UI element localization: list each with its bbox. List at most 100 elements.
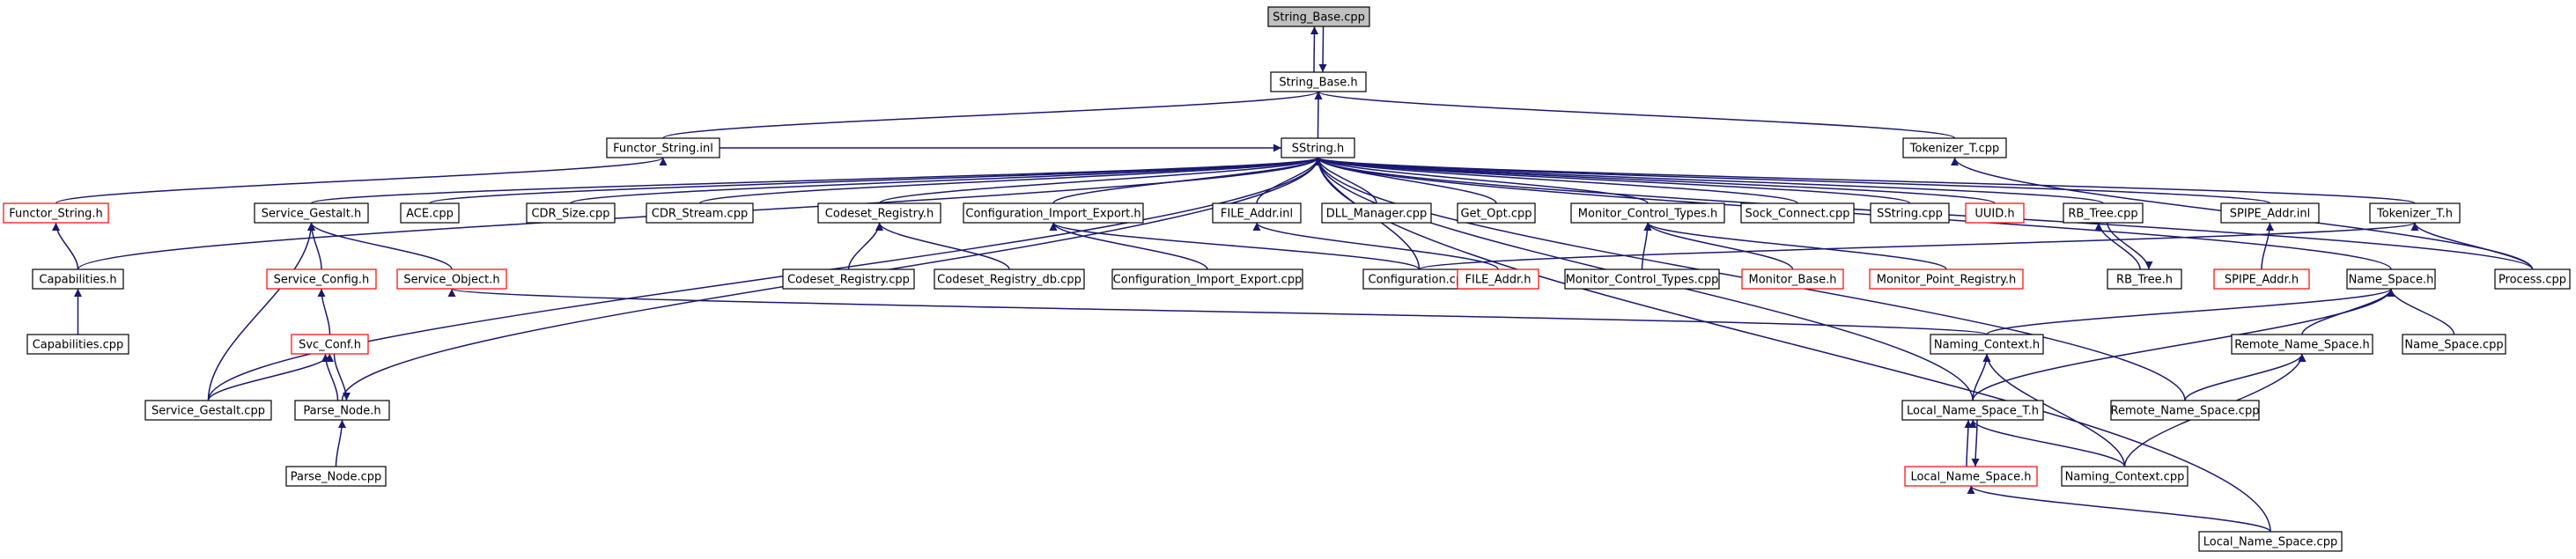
node-label: SString.cpp: [1877, 208, 1943, 221]
node-cdr-size-cpp[interactable]: CDR_Size.cpp: [526, 202, 616, 224]
node-configuration-import-export-h[interactable]: Configuration_Import_Export.h: [963, 202, 1144, 224]
node-get-opt-cpp[interactable]: Get_Opt.cpp: [1457, 202, 1536, 224]
node-label: Configuration.cpp: [1369, 274, 1471, 287]
node-codeset-registry-h[interactable]: Codeset_Registry.h: [817, 202, 941, 224]
node-file-addr-h[interactable]: FILE_Addr.h: [1457, 268, 1539, 290]
node-box: [1965, 202, 2025, 224]
edge-service-gestalt-cpp-to-sstring-h: [207, 157, 1322, 401]
node-label: CDR_Size.cpp: [531, 208, 609, 221]
node-remote-name-space-h[interactable]: Remote_Name_Space.h: [2231, 334, 2373, 355]
node-functor-string-inl[interactable]: Functor_String.inl: [606, 137, 720, 158]
edge-tokenizer-t-cpp-to-string-base-h: [1314, 91, 1956, 139]
node-label: FILE_Addr.h: [1465, 274, 1532, 287]
node-sock-connect-cpp[interactable]: Sock_Connect.cpp: [1740, 202, 1855, 224]
node-cdr-stream-cpp[interactable]: CDR_Stream.cpp: [646, 202, 754, 224]
edge-rb-tree-cpp-to-sstring-h: [1314, 157, 2104, 204]
node-codeset-registry-db-cpp[interactable]: Codeset_Registry_db.cpp: [934, 268, 1085, 290]
node-local-name-space-cpp[interactable]: Local_Name_Space.cpp: [2198, 531, 2343, 552]
node-sstring-cpp[interactable]: SString.cpp: [1870, 202, 1950, 224]
node-ace-cpp[interactable]: ACE.cpp: [400, 202, 460, 224]
node-local-name-space-h[interactable]: Local_Name_Space.h: [1904, 466, 2038, 487]
node-rb-tree-h[interactable]: RB_Tree.h: [2107, 268, 2182, 290]
edge-spipe-addr-inl-to-sstring-h: [1314, 157, 2271, 204]
node-label: SPIPE_Addr.h: [2225, 274, 2299, 287]
node-process-cpp[interactable]: Process.cpp: [2494, 268, 2571, 290]
edge-file-addr-h-to-file-addr-inl: [1252, 222, 1499, 270]
node-tokenizer-t-cpp[interactable]: Tokenizer_T.cpp: [1902, 137, 2007, 158]
edge-sock-connect-cpp-to-sstring-h: [1314, 157, 1798, 204]
edge-monitor-control-types-h-to-sstring-h: [1314, 157, 1649, 204]
node-parse-node-cpp[interactable]: Parse_Node.cpp: [285, 466, 387, 487]
edge-monitor-point-registry-h-to-monitor-control-types-h: [1643, 222, 1947, 270]
edge-service-gestalt-cpp-to-svc-conf-h: [207, 353, 334, 401]
node-file-addr-inl[interactable]: FILE_Addr.inl: [1212, 202, 1302, 224]
edge-monitor-control-types-cpp-to-monitor-control-types-h: [1641, 222, 1652, 270]
node-label: Process.cpp: [2498, 274, 2566, 287]
node-box: [2369, 202, 2461, 224]
edge-naming-context-cpp-to-local-name-space-t-h: [1968, 419, 2126, 467]
edge-configuration-import-export-h-to-sstring-h: [1052, 157, 1322, 204]
node-service-config-h[interactable]: Service_Config.h: [266, 268, 377, 290]
node-codeset-registry-cpp[interactable]: Codeset_Registry.cpp: [782, 268, 915, 290]
node-naming-context-cpp[interactable]: Naming_Context.cpp: [2061, 466, 2188, 487]
edge-configuration-cpp-to-tokenizer-t-h: [1418, 222, 2418, 270]
node-box: [1869, 268, 2024, 290]
edge-rb-tree-h-to-rb-tree-cpp: [2094, 222, 2141, 270]
node-configuration-cpp[interactable]: Configuration.cpp: [1362, 268, 1476, 290]
node-dll-manager-cpp[interactable]: DLL_Manager.cpp: [1321, 202, 1432, 224]
node-label: String_Base.h: [1279, 77, 1357, 90]
node-monitor-control-types-cpp[interactable]: Monitor_Control_Types.cpp: [1564, 268, 1720, 290]
node-service-object-h[interactable]: Service_Object.h: [396, 268, 507, 290]
node-box: [606, 137, 720, 158]
node-svc-conf-h[interactable]: Svc_Conf.h: [291, 334, 369, 355]
node-naming-context-h[interactable]: Naming_Context.h: [1930, 334, 2044, 355]
edge-string-base-h-to-string-base-cpp: [1310, 26, 1318, 73]
node-label: Name_Space.cpp: [2404, 339, 2503, 352]
edge-codeset-registry-db-cpp-to-codeset-registry-h: [875, 222, 1010, 270]
node-label: Tokenizer_T.cpp: [1909, 143, 1999, 156]
edge-configuration-import-export-cpp-to-configuration-import-export-h: [1049, 222, 1208, 270]
node-string-base-h[interactable]: String_Base.h: [1270, 71, 1367, 92]
node-service-gestalt-h[interactable]: Service_Gestalt.h: [254, 202, 369, 224]
edge-capabilities-h-to-functor-string-h: [52, 222, 79, 270]
node-capabilities-h[interactable]: Capabilities.h: [32, 268, 124, 290]
node-name-space-h[interactable]: Name_Space.h: [2346, 268, 2436, 290]
node-parse-node-h[interactable]: Parse_Node.h: [294, 400, 390, 421]
node-label: Functor_String.inl: [613, 143, 713, 156]
node-uuid-h[interactable]: UUID.h: [1965, 202, 2025, 224]
node-tokenizer-t-h[interactable]: Tokenizer_T.h: [2369, 202, 2461, 224]
edge-string-base-cpp-to-string-base-h: [1318, 26, 1327, 73]
node-box: [32, 268, 124, 290]
node-sstring-h[interactable]: SString.h: [1281, 137, 1355, 158]
node-rb-tree-cpp[interactable]: RB_Tree.cpp: [2063, 202, 2144, 224]
edge-naming-context-h-to-name-space-h: [1986, 288, 2395, 335]
node-box: [1321, 202, 1432, 224]
node-monitor-point-registry-h[interactable]: Monitor_Point_Registry.h: [1869, 268, 2024, 290]
node-box: [1111, 268, 1303, 290]
node-box: [2061, 466, 2188, 487]
node-service-gestalt-cpp[interactable]: Service_Gestalt.cpp: [144, 400, 272, 421]
edge-name-space-cpp-to-name-space-h: [2387, 288, 2455, 335]
node-label: Functor_String.h: [9, 208, 102, 221]
node-spipe-addr-h[interactable]: SPIPE_Addr.h: [2213, 268, 2310, 290]
node-spipe-addr-inl[interactable]: SPIPE_Addr.inl: [2220, 202, 2320, 224]
node-label: Configuration_Import_Export.h: [965, 208, 1140, 221]
node-label: Codeset_Registry_db.cpp: [937, 274, 1081, 287]
node-name-space-cpp[interactable]: Name_Space.cpp: [2402, 334, 2506, 355]
node-monitor-base-h[interactable]: Monitor_Base.h: [1741, 268, 1844, 290]
node-box: [291, 334, 369, 355]
node-label: Capabilities.h: [39, 274, 116, 287]
node-local-name-space-t-h[interactable]: Local_Name_Space_T.h: [1901, 400, 2044, 421]
node-box: [2107, 268, 2182, 290]
node-remote-name-space-cpp[interactable]: Remote_Name_Space.cpp: [2110, 400, 2260, 421]
node-label: Service_Object.h: [403, 274, 499, 287]
node-capabilities-cpp[interactable]: Capabilities.cpp: [26, 334, 129, 355]
node-label: Service_Gestalt.cpp: [151, 405, 265, 418]
node-monitor-control-types-h[interactable]: Monitor_Control_Types.h: [1570, 202, 1725, 224]
node-string-base-cpp[interactable]: String_Base.cpp: [1267, 6, 1370, 27]
node-box: [1212, 202, 1302, 224]
edge-cdr-stream-cpp-to-sstring-h: [698, 157, 1322, 204]
node-box: [934, 268, 1085, 290]
node-configuration-import-export-cpp[interactable]: Configuration_Import_Export.cpp: [1111, 268, 1303, 290]
node-functor-string-h[interactable]: Functor_String.h: [3, 202, 109, 224]
